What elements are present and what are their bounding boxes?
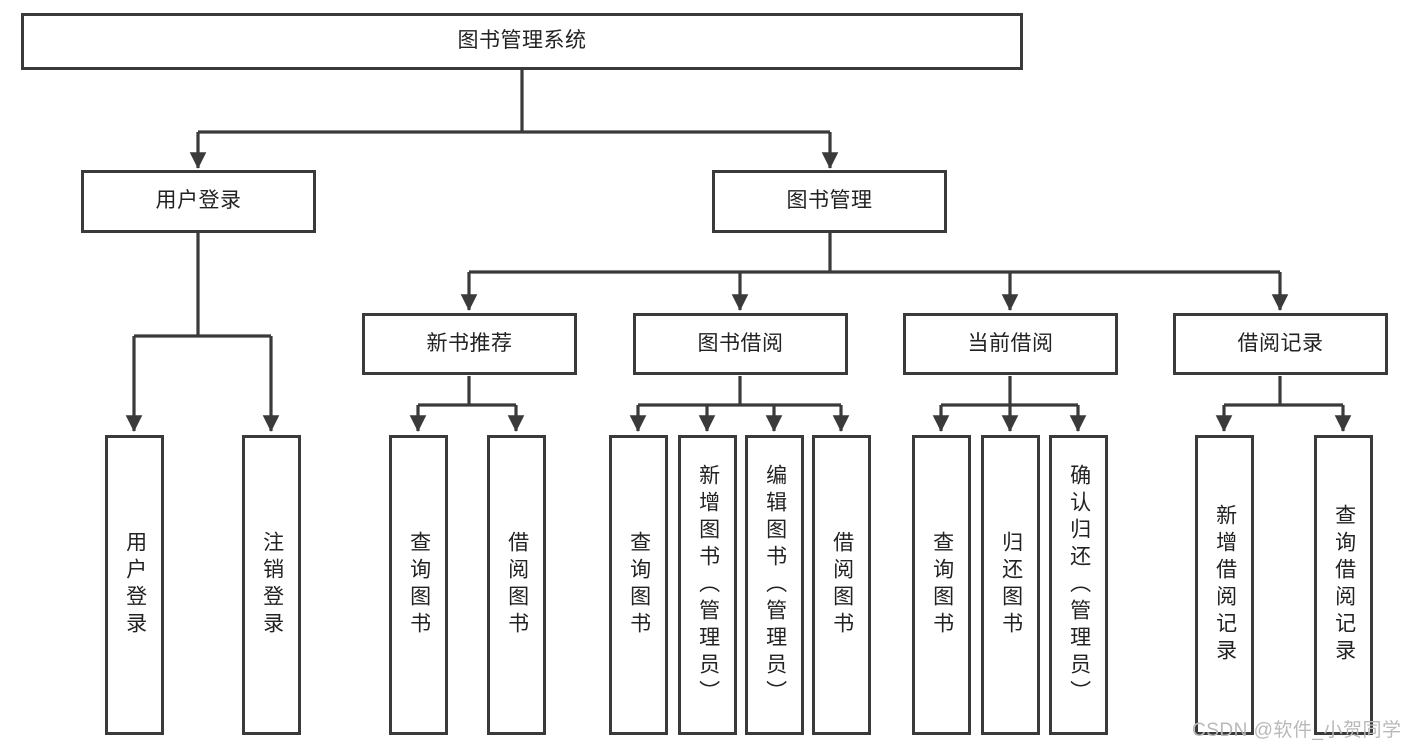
node-leaf-return-book-label: 归还图书 [999,531,1023,639]
node-leaf-add-record-label: 新增借阅记录 [1213,504,1237,666]
node-leaf-user-logout-label: 注销登录 [260,531,284,639]
node-book-manage-label: 图书管理 [786,189,873,213]
node-user-login-label: 用户登录 [155,189,242,213]
node-leaf-borrow-book-2-label: 借阅图书 [830,531,854,639]
node-new-book-recommend[interactable]: 新书推荐 [362,313,577,375]
csdn-watermark: CSDN @软件_小贺同学 [1192,720,1402,741]
node-borrow-record-label: 借阅记录 [1237,331,1324,355]
node-root[interactable]: 图书管理系统 [21,13,1023,70]
node-leaf-edit-book[interactable]: 编辑图书（管理员） [745,435,804,735]
node-leaf-return-book[interactable]: 归还图书 [981,435,1040,735]
node-leaf-borrow-book-2[interactable]: 借阅图书 [812,435,871,735]
node-leaf-query-record-label: 查询借阅记录 [1332,504,1356,666]
node-leaf-user-login-label: 用户登录 [123,531,147,639]
node-leaf-borrow-book-1[interactable]: 借阅图书 [487,435,546,735]
node-book-borrow-label: 图书借阅 [697,331,784,355]
node-book-borrow[interactable]: 图书借阅 [633,313,848,375]
node-leaf-borrow-book-1-label: 借阅图书 [505,531,529,639]
node-leaf-user-logout[interactable]: 注销登录 [242,435,301,735]
node-current-borrow[interactable]: 当前借阅 [903,313,1118,375]
node-book-manage[interactable]: 图书管理 [712,170,947,233]
node-leaf-query-book-3[interactable]: 查询图书 [912,435,971,735]
node-user-login[interactable]: 用户登录 [81,170,316,233]
node-leaf-query-record[interactable]: 查询借阅记录 [1314,435,1373,735]
node-new-book-recommend-label: 新书推荐 [426,331,513,355]
node-leaf-query-book-1-label: 查询图书 [407,531,431,639]
node-leaf-edit-book-label: 编辑图书（管理员） [763,463,787,707]
node-leaf-add-record[interactable]: 新增借阅记录 [1195,435,1254,735]
node-leaf-add-book[interactable]: 新增图书（管理员） [678,435,737,735]
node-leaf-query-book-2-label: 查询图书 [627,531,651,639]
node-borrow-record[interactable]: 借阅记录 [1173,313,1388,375]
node-leaf-query-book-2[interactable]: 查询图书 [609,435,668,735]
node-leaf-confirm-return[interactable]: 确认归还（管理员） [1049,435,1108,735]
node-leaf-query-book-3-label: 查询图书 [930,531,954,639]
node-leaf-add-book-label: 新增图书（管理员） [696,463,720,707]
node-leaf-confirm-return-label: 确认归还（管理员） [1067,463,1091,707]
node-leaf-query-book-1[interactable]: 查询图书 [389,435,448,735]
node-current-borrow-label: 当前借阅 [967,331,1054,355]
node-root-label: 图书管理系统 [457,29,587,53]
node-leaf-user-login[interactable]: 用户登录 [105,435,164,735]
